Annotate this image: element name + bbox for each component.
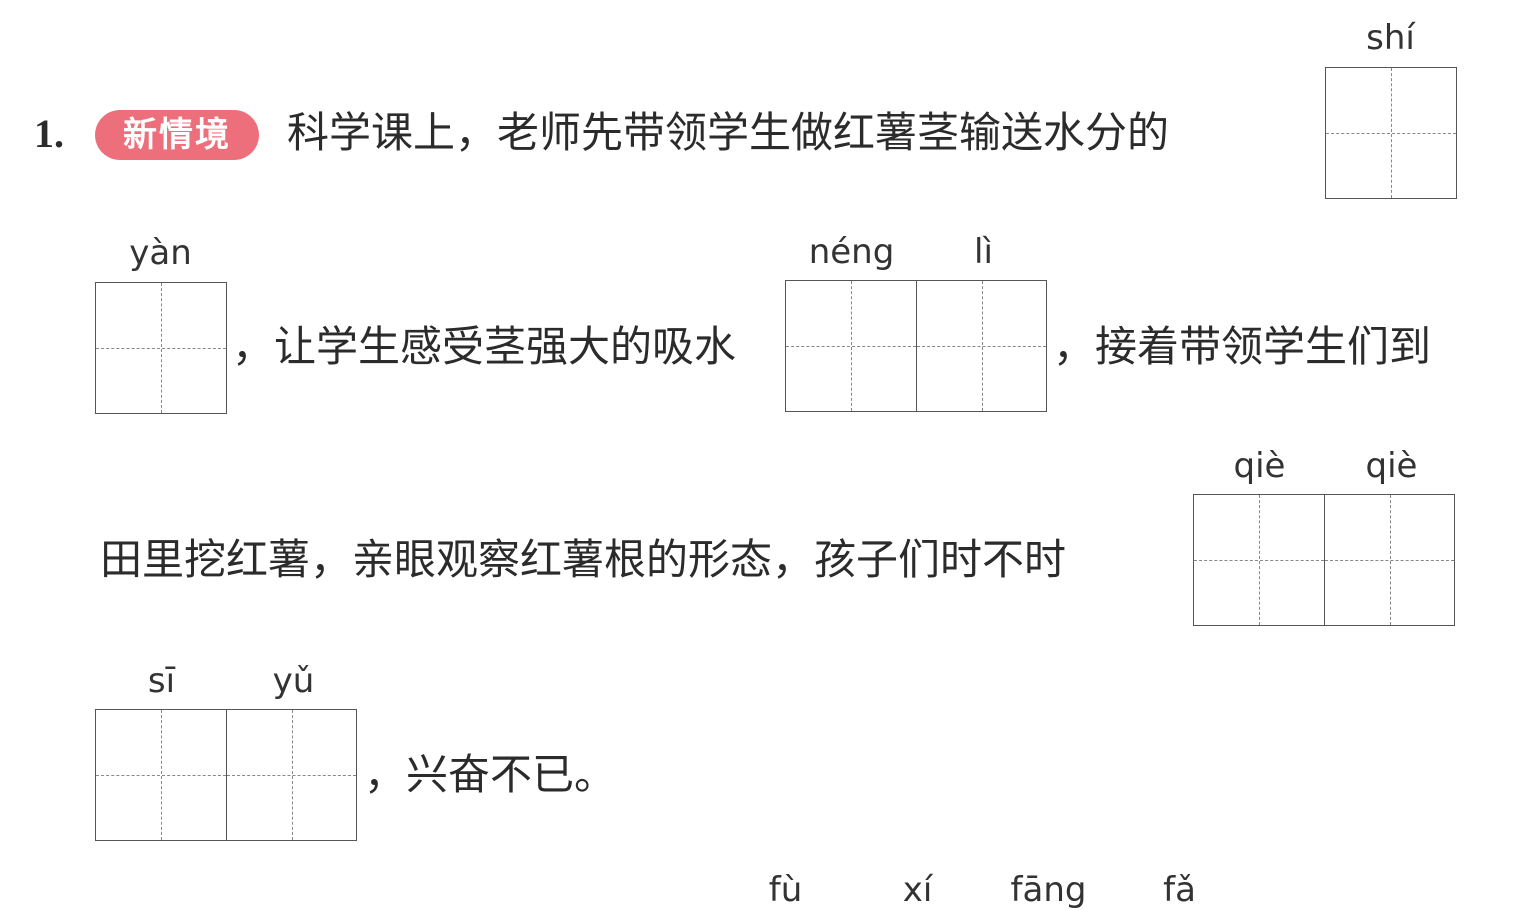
pinyin-xi: xí [902, 870, 933, 910]
question-text-line4: ，兴奋不已。 [364, 750, 617, 799]
pinyin-fa: fǎ [1163, 870, 1196, 910]
pinyin-qie-1: qiè [1233, 446, 1286, 486]
writing-cell[interactable] [1324, 495, 1454, 625]
pinyin-yan: yàn [129, 233, 192, 273]
writing-cell[interactable] [1326, 68, 1456, 198]
writing-cell[interactable] [1194, 495, 1324, 625]
question-text-line2a: ，让学生感受茎强大的吸水 [232, 322, 737, 371]
pinyin-neng: néng [808, 232, 895, 272]
answer-box-nengli[interactable] [785, 280, 1047, 412]
writing-cell[interactable] [96, 710, 226, 840]
answer-box-qieqie[interactable] [1193, 494, 1455, 626]
writing-cell[interactable] [96, 283, 226, 413]
answer-box-yan[interactable] [95, 282, 227, 414]
writing-cell[interactable] [916, 281, 1046, 411]
pinyin-fang: fāng [1010, 870, 1087, 910]
question-text-line3: 田里挖红薯，亲眼观察红薯根的形态，孩子们时不时 [100, 535, 1067, 584]
pinyin-fu: fù [768, 870, 803, 910]
pinyin-li: lì [974, 232, 993, 272]
new-context-badge: 新情境 [95, 110, 259, 160]
writing-cell[interactable] [226, 710, 356, 840]
pinyin-si: sī [147, 661, 176, 701]
writing-cell[interactable] [786, 281, 916, 411]
answer-box-siyu[interactable] [95, 709, 357, 841]
question-number: 1. [34, 111, 64, 156]
pinyin-shi: shí [1366, 18, 1415, 58]
answer-box-shi[interactable] [1325, 67, 1457, 199]
pinyin-qie-2: qiè [1365, 446, 1418, 486]
pinyin-yu: yǔ [272, 661, 315, 701]
question-text-line2b: ，接着带领学生们到 [1053, 322, 1432, 371]
question-text-line1: 科学课上，老师先带领学生做红薯茎输送水分的 [287, 108, 1170, 157]
